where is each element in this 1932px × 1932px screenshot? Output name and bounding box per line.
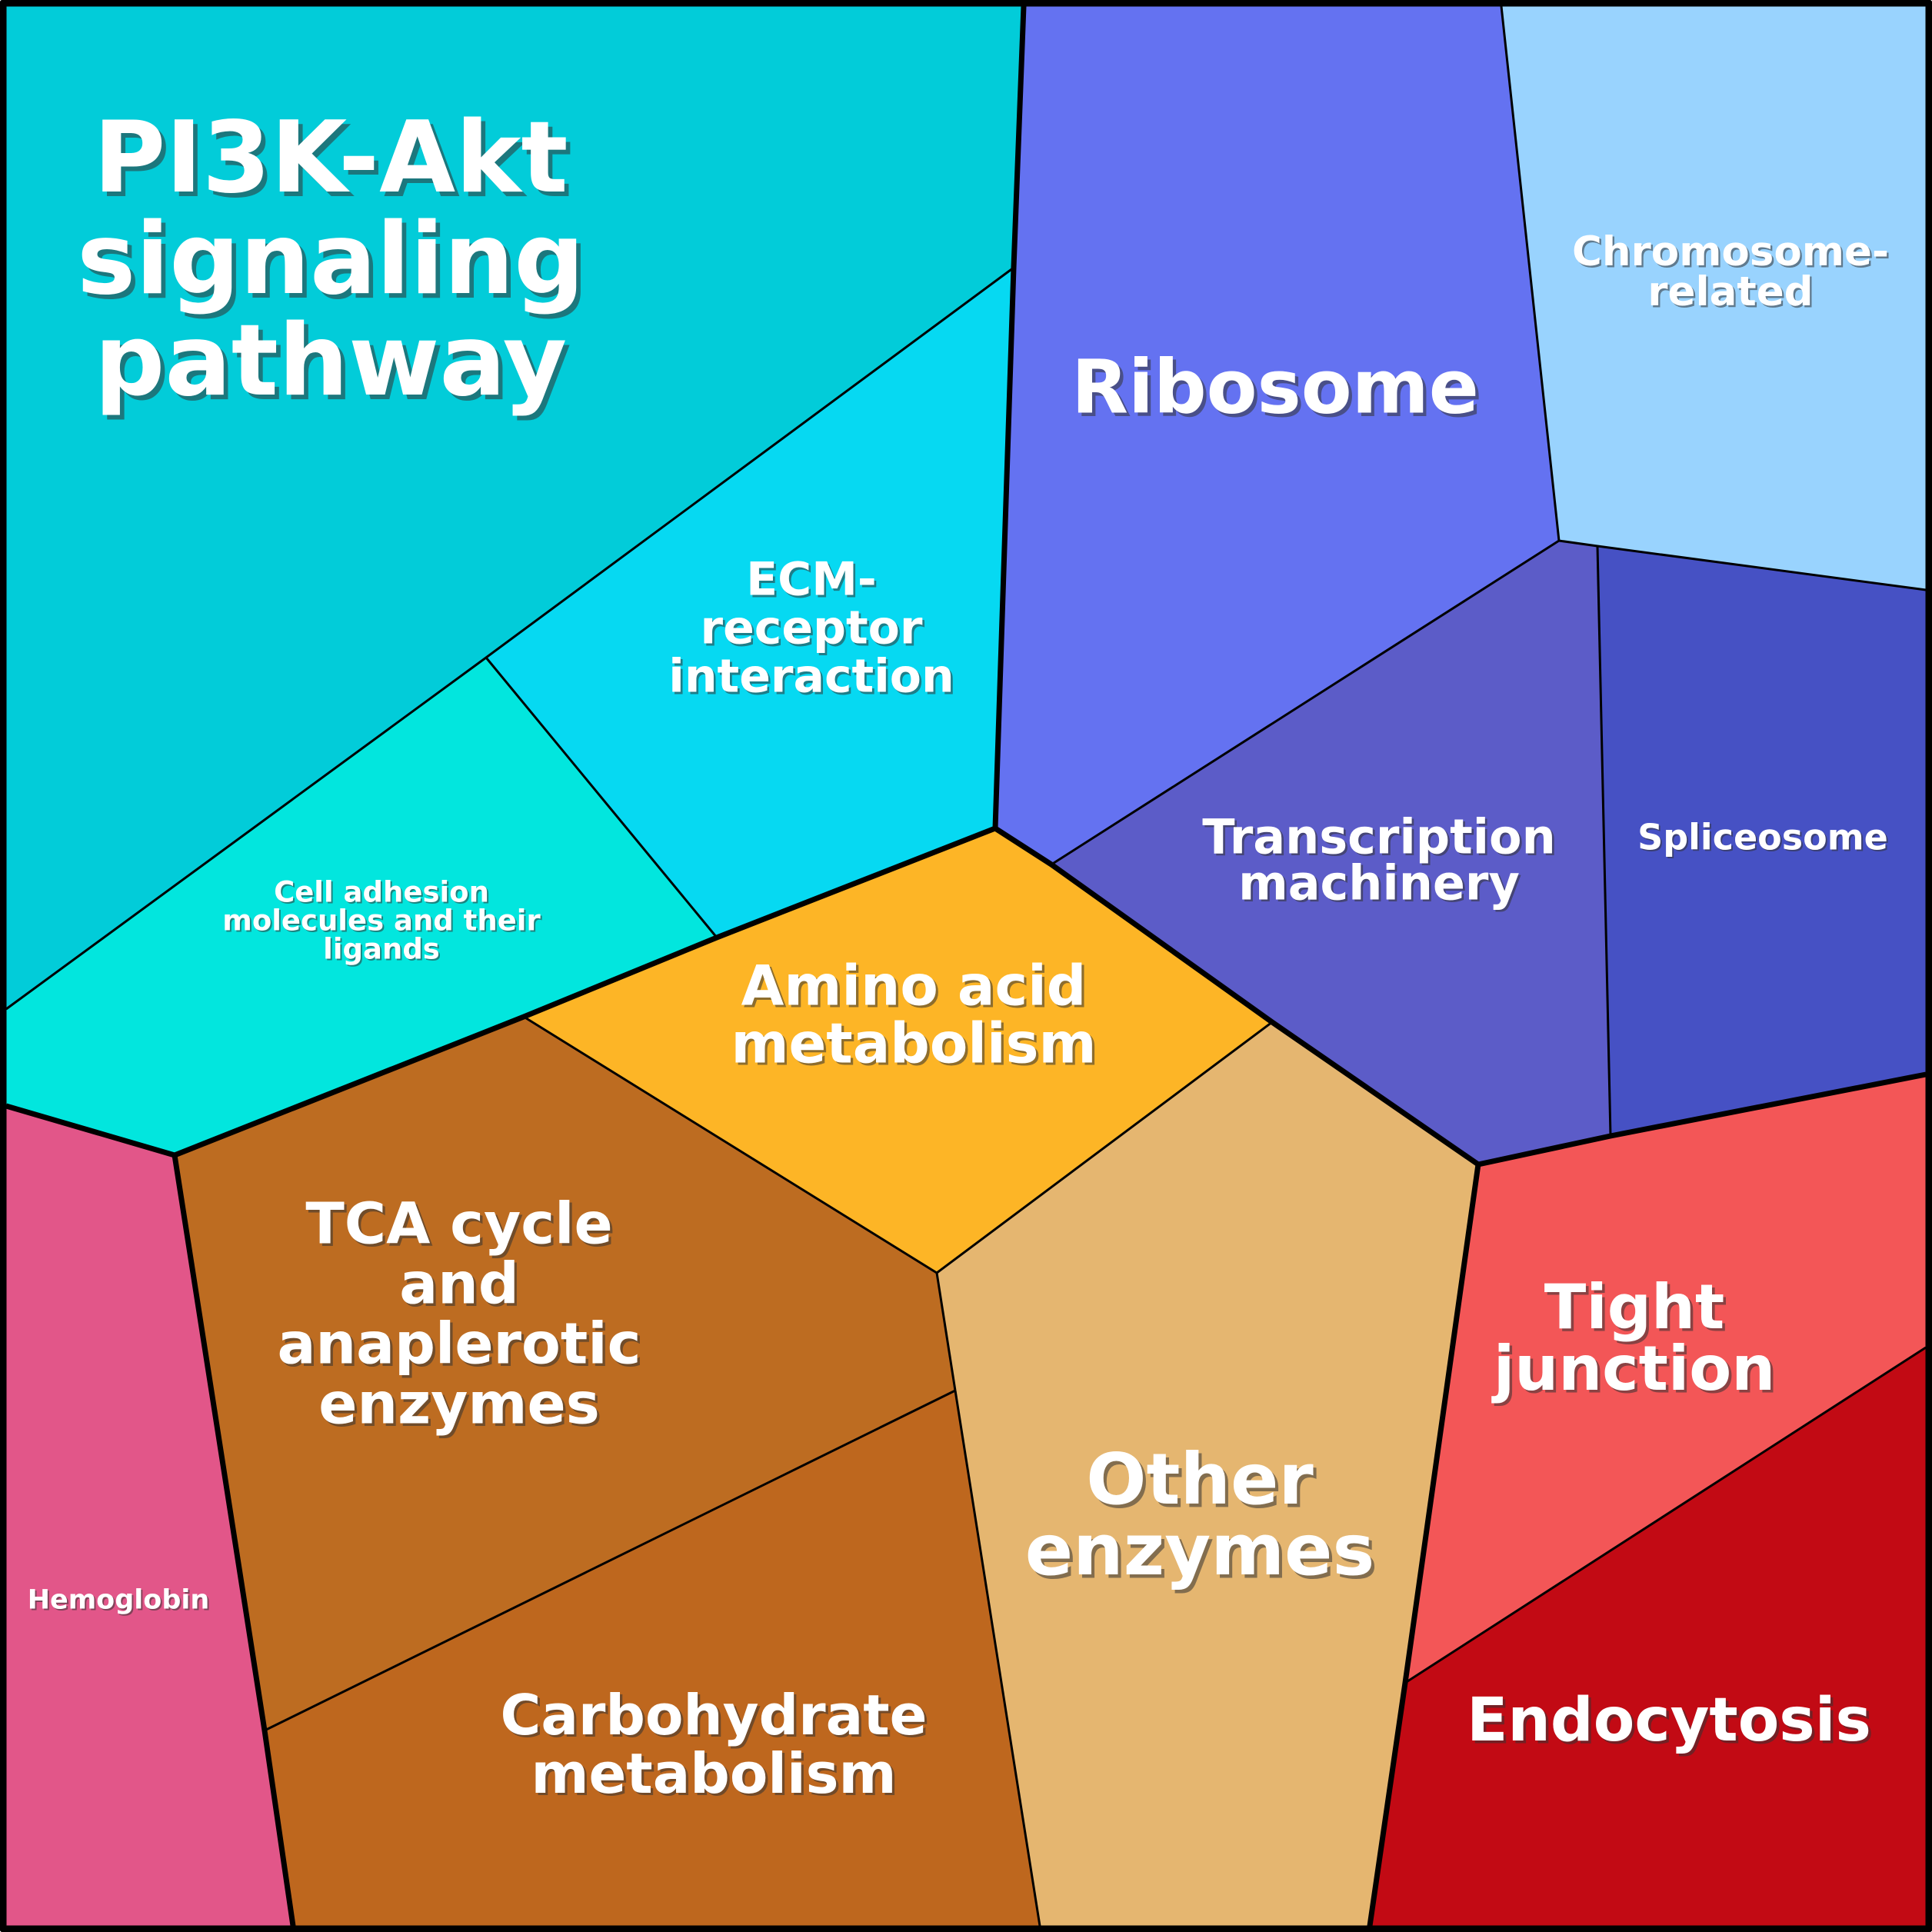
label-shadow: metabolism <box>734 1014 1099 1078</box>
label-shadow: interaction <box>671 651 956 705</box>
region-carbohydrate <box>265 1391 1040 1926</box>
label-line: molecules and their <box>222 904 541 937</box>
label-line: metabolism <box>531 1741 896 1806</box>
label-shadow: ECM- <box>748 555 879 608</box>
region-endocytosis <box>1370 1347 1926 1926</box>
label-line: and <box>399 1251 519 1317</box>
label-shadow: molecules and their <box>224 905 542 938</box>
region-hemoglobin <box>6 1106 293 1926</box>
label-line: Cell adhesion <box>274 875 489 908</box>
label-shadow: TCA cycle <box>308 1194 615 1260</box>
label-shadow: metabolism <box>534 1744 899 1808</box>
region-tca <box>175 1017 955 1730</box>
label-shadow: Hemoglobin <box>29 1587 212 1617</box>
region-cell-adhesion <box>6 658 717 1155</box>
label-line: enzymes <box>318 1371 600 1437</box>
label-line: Amino acid <box>741 953 1087 1018</box>
label-shadow: Transcription <box>1204 811 1558 867</box>
label-shadow: and <box>402 1254 522 1320</box>
label-line: Carbohydrate <box>500 1683 927 1747</box>
region-transcription <box>1051 541 1611 1164</box>
region-other-enzymes <box>937 1022 1478 1926</box>
label-shadow: pathway <box>99 308 571 423</box>
label-line: ECM- <box>746 553 877 607</box>
label-line: interaction <box>668 650 954 704</box>
label-shadow: Other <box>1089 1441 1317 1524</box>
label-transcription: TranscriptionTranscriptionmachinerymachi… <box>1202 808 1557 913</box>
thin-borders <box>5 5 1927 1927</box>
label-line: receptor <box>701 601 923 655</box>
label-line: Chromosome- <box>1572 228 1889 275</box>
region-tight-junction <box>1405 1074 1926 1683</box>
label-line: ligands <box>323 932 440 965</box>
label-carbohydrate: CarbohydrateCarbohydratemetabolismmetabo… <box>500 1683 929 1808</box>
label-shadow: Cell adhesion <box>275 877 491 910</box>
region-spliceosome <box>1597 546 1926 1136</box>
label-line: pathway <box>95 304 567 418</box>
label-shadow: Amino acid <box>744 956 1089 1021</box>
label-shadow: Carbohydrate <box>503 1685 930 1750</box>
label-shadow: related <box>1650 270 1815 317</box>
label-shadow: enzymes <box>1028 1512 1377 1594</box>
label-line: Hemoglobin <box>28 1585 210 1616</box>
label-shadow: signaling <box>82 207 589 321</box>
label-pi3k: PI3K-AktPI3K-Aktsignalingsignalingpathwa… <box>77 101 588 423</box>
label-shadow: Spliceosome <box>1639 818 1890 860</box>
label-shadow: junction <box>1494 1335 1777 1407</box>
label-line: Other <box>1086 1438 1314 1521</box>
label-line: junction <box>1491 1333 1775 1404</box>
label-line: TCA cycle <box>305 1191 612 1257</box>
label-shadow: machinery <box>1241 857 1522 913</box>
label-line: metabolism <box>731 1011 1096 1075</box>
label-shadow: Endocytosis <box>1470 1689 1874 1758</box>
label-line: machinery <box>1238 854 1520 911</box>
label-line: Endocytosis <box>1467 1686 1871 1755</box>
label-shadow: Tight <box>1547 1274 1727 1345</box>
label-ecm: ECM-ECM-receptorreceptorinteractioninter… <box>668 553 956 706</box>
label-shadow: ligands <box>325 934 441 967</box>
region-pi3k <box>6 6 1024 1009</box>
label-shadow: enzymes <box>321 1374 603 1440</box>
label-line: signaling <box>77 202 585 317</box>
label-shadow: anaplerotic <box>280 1314 644 1380</box>
label-shadow: receptor <box>702 603 924 657</box>
label-line: Spliceosome <box>1637 817 1888 858</box>
label-line: related <box>1647 268 1813 315</box>
label-shadow: Ribosome <box>1074 348 1482 434</box>
label-line: Tight <box>1544 1271 1724 1343</box>
label-shadow: Chromosome- <box>1574 230 1890 277</box>
label-line: Transcription <box>1202 808 1556 864</box>
label-line: enzymes <box>1025 1509 1374 1591</box>
region-chromosome <box>1501 6 1926 590</box>
labels: PI3K-AktPI3K-Aktsignalingsignalingpathwa… <box>28 101 1891 1808</box>
label-shadow: PI3K-Akt <box>98 105 572 220</box>
label-line: PI3K-Akt <box>93 101 568 215</box>
label-line: Ribosome <box>1071 345 1479 431</box>
region-ribosome <box>995 6 1559 864</box>
region-ecm <box>486 268 1014 938</box>
label-line: anaplerotic <box>277 1311 641 1377</box>
